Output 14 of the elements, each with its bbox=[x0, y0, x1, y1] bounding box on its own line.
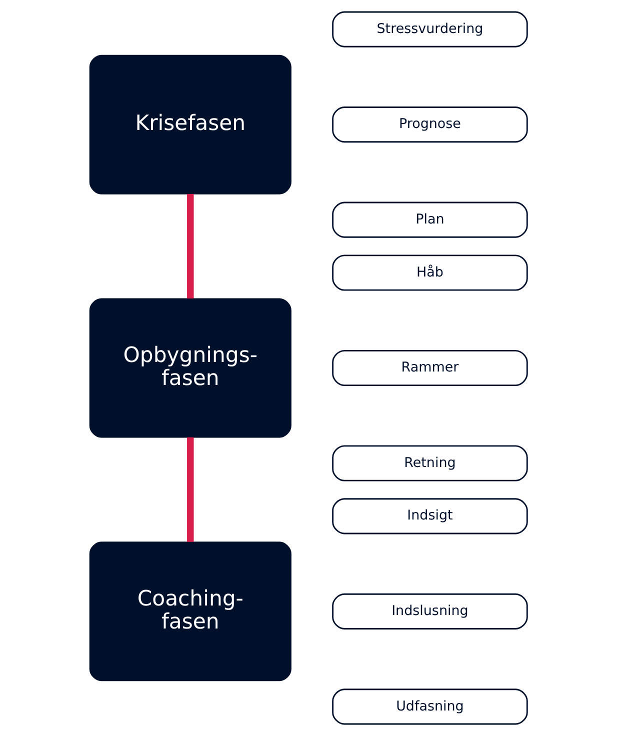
node-box: Indsigt bbox=[332, 498, 528, 534]
node-box: Coaching- fasen bbox=[89, 542, 292, 682]
node-box: Rammer bbox=[332, 350, 528, 386]
node-box: Retning bbox=[332, 445, 528, 482]
node-box: Prognose bbox=[332, 106, 528, 143]
node-box: Indslusning bbox=[332, 593, 528, 630]
node-box: Stressvurdering bbox=[332, 11, 528, 48]
connector bbox=[187, 437, 194, 542]
connector bbox=[187, 194, 194, 298]
node-box: Krisefasen bbox=[89, 54, 292, 194]
node-box: Håb bbox=[332, 254, 528, 291]
node-box: Udfasning bbox=[332, 688, 528, 725]
node-box: Opbygnings- fasen bbox=[89, 298, 292, 438]
node-box: Plan bbox=[332, 202, 528, 238]
